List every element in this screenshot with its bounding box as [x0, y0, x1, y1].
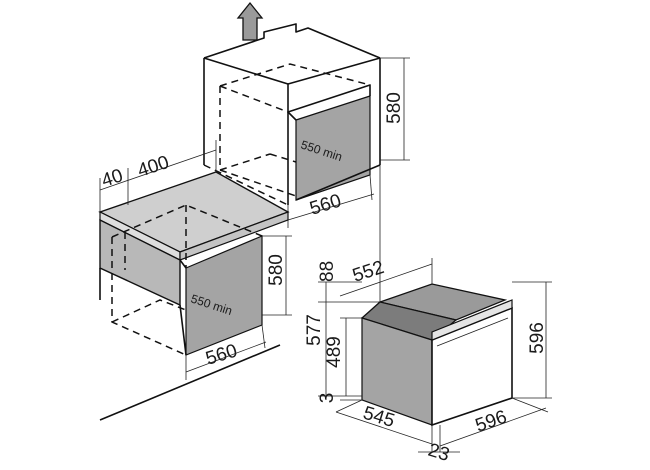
undercounter-niche-height-label: 580 — [266, 254, 287, 286]
oven: 552 88 577 489 3 596 545 23 596 — [304, 250, 552, 466]
counter-back-clearance-label: 40 — [99, 165, 126, 192]
oven-front-height-label: 596 — [527, 322, 548, 354]
column-cabinet: 580 550 min 560 — [203, 23, 410, 250]
column-niche-height-label: 580 — [384, 92, 405, 124]
undercounter-cabinet: 40 400 580 550 min 560 — [98, 140, 292, 421]
oven-front-width-label: 596 — [473, 407, 510, 437]
oven-overall-height-label: 577 — [304, 314, 325, 346]
counter-depth-label: 400 — [135, 152, 172, 182]
oven-top-height-label: 88 — [317, 261, 338, 282]
ventilation-arrow-icon — [236, 1, 264, 41]
oven-bottom-gap-label: 3 — [317, 393, 338, 404]
oven-body-height-label: 489 — [324, 336, 345, 368]
